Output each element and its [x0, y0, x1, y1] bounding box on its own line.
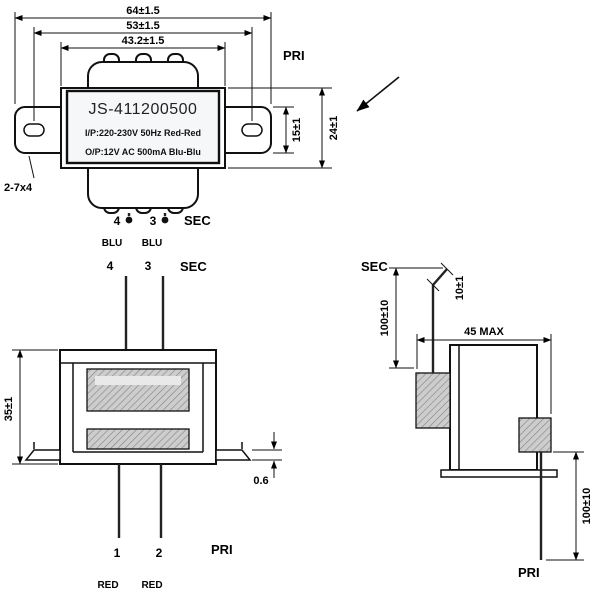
- pin2-number: 2: [156, 546, 163, 560]
- dim-lead-bend: 10±1: [454, 276, 466, 300]
- pin3-number: 3: [145, 259, 152, 273]
- red-wire-label-right: RED: [141, 580, 162, 591]
- blu-wire-label-right: BLU: [142, 238, 163, 249]
- sec-label-front-view: SEC: [180, 259, 207, 274]
- top-view: JS-411200500 I/P:220-230V 50Hz Red-Red O…: [4, 5, 400, 249]
- dim-sec-lead-length: 100±10: [379, 300, 391, 337]
- nameplate-model: JS-411200500: [89, 101, 198, 118]
- dim-pri-lead-length: 100±10: [581, 488, 593, 525]
- pin1-number: 1: [114, 546, 121, 560]
- mounting-foot-left: [24, 449, 61, 461]
- dim-tick: [440, 262, 454, 276]
- sec-pin-dot-4: [125, 216, 133, 224]
- pin4-number: 4: [114, 214, 121, 228]
- dim-depth-max: 45 MAX: [464, 326, 504, 338]
- mounting-holes-note: 2-7x4: [4, 182, 33, 194]
- blu-wire-label-left: BLU: [102, 238, 123, 249]
- nameplate: [65, 89, 221, 165]
- red-wire-label-left: RED: [97, 580, 118, 591]
- dim-foot-thickness: 0.6: [253, 475, 268, 487]
- dim-body-height: 24±1: [328, 116, 340, 140]
- dim-body-height: 35±1: [3, 397, 15, 421]
- front-view: 4 3 SEC 35±1 0.6 1 2 PRI: [3, 259, 282, 591]
- sec-label-top-view: SEC: [184, 213, 211, 228]
- pri-label-front-view: PRI: [211, 542, 233, 557]
- pri-label-side-view: PRI: [518, 565, 540, 580]
- sec-lead-bend: [432, 268, 448, 286]
- coil-tape-band: [95, 376, 181, 385]
- pin3-number: 3: [150, 214, 157, 228]
- nameplate-input-spec: I/P:220-230V 50Hz Red-Red: [85, 128, 201, 138]
- sec-pin-dot-3: [161, 216, 169, 224]
- mounting-foot-right: [215, 449, 252, 461]
- dim-hole-span: 53±1.5: [126, 20, 160, 32]
- dim-flange-height: 15±1: [291, 118, 303, 142]
- coil-end-right: [518, 417, 552, 453]
- coil-winding-upper: [86, 368, 190, 412]
- mounting-slot-right: [241, 123, 263, 137]
- dim-tick: [426, 278, 440, 292]
- coil-winding-lower: [86, 428, 190, 450]
- mounting-bracket-side: [440, 469, 558, 478]
- sec-label-side-view: SEC: [361, 259, 388, 274]
- dim-overall-width: 64±1.5: [126, 5, 160, 17]
- mounting-slot-left: [23, 123, 45, 137]
- pin4-number: 4: [107, 259, 114, 273]
- nameplate-output-spec: O/P:12V AC 500mA Blu-Blu: [85, 147, 201, 157]
- side-view: SEC 10±1 100±10 45 MAX 100±10 PRI: [361, 259, 593, 580]
- dim-body-width: 43.2±1.5: [122, 35, 165, 47]
- pri-label-top-view: PRI: [283, 48, 305, 63]
- coil-end-left: [415, 372, 451, 429]
- pointer-arrow: [356, 76, 400, 112]
- leader-line: [28, 155, 35, 179]
